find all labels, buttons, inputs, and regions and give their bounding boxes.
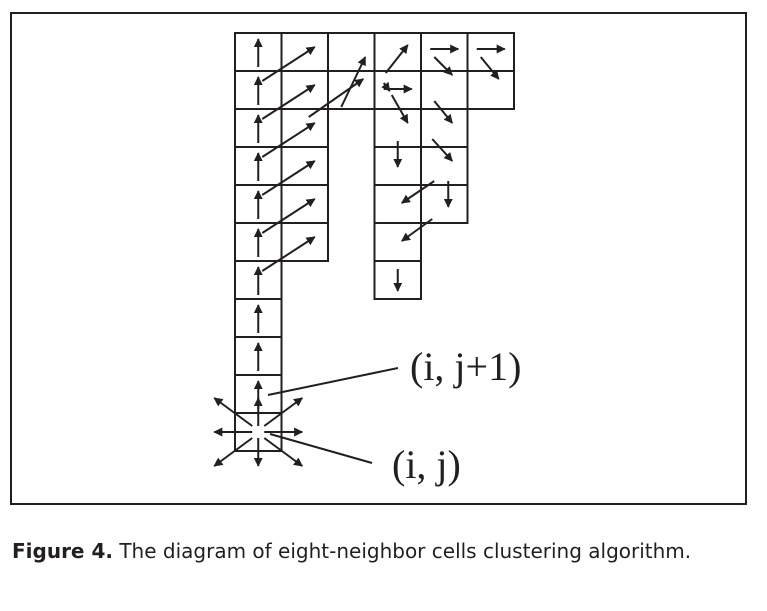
neighbor-arrow bbox=[261, 160, 316, 196]
neighbor-arrow bbox=[263, 437, 303, 467]
neighbor-arrow bbox=[261, 46, 316, 82]
neighbor-arrow bbox=[433, 100, 454, 124]
neighbor-arrow bbox=[213, 397, 253, 427]
grid-cell bbox=[280, 184, 329, 224]
figure-number: Figure 4. bbox=[12, 539, 113, 563]
neighbor-arrow bbox=[390, 94, 409, 124]
grid-cell bbox=[327, 32, 376, 72]
grid-cell bbox=[420, 184, 469, 224]
grid-cell bbox=[420, 70, 469, 110]
grid-cell bbox=[420, 32, 469, 72]
neighbor-arrows bbox=[213, 38, 506, 467]
label-cell-i-j: (i, j) bbox=[392, 442, 461, 487]
grid-cell bbox=[373, 260, 422, 300]
neighbor-arrow bbox=[213, 437, 253, 467]
leader-line-upper bbox=[267, 367, 399, 396]
neighbor-arrow bbox=[263, 397, 303, 427]
neighbor-arrow bbox=[308, 78, 364, 118]
neighbor-arrow bbox=[261, 122, 316, 158]
grid-cell bbox=[373, 32, 422, 72]
grid-cell bbox=[280, 146, 329, 186]
neighbor-arrow bbox=[479, 56, 500, 80]
neighbor-arrow bbox=[261, 84, 316, 120]
figure-frame bbox=[10, 12, 747, 505]
grid-cells bbox=[234, 32, 515, 452]
neighbor-arrow bbox=[340, 56, 367, 108]
label-leader-lines bbox=[267, 367, 399, 464]
grid-cell bbox=[466, 70, 515, 110]
leader-line-lower bbox=[269, 433, 373, 464]
grid-cell bbox=[280, 222, 329, 262]
neighbor-arrow bbox=[261, 198, 316, 234]
grid-cell bbox=[280, 32, 329, 72]
grid-cell bbox=[373, 184, 422, 224]
neighbor-arrow bbox=[433, 56, 453, 76]
grid-cell bbox=[327, 70, 376, 110]
neighbor-arrow bbox=[261, 236, 316, 272]
caption-text: The diagram of eight-neighbor cells clus… bbox=[112, 539, 692, 563]
label-cell-i-j-plus-1: (i, j+1) bbox=[410, 344, 521, 389]
figure-caption: Figure 4. The diagram of eight-neighbor … bbox=[12, 536, 732, 566]
grid-cell bbox=[280, 70, 329, 110]
neighbor-arrow bbox=[431, 138, 453, 162]
neighbor-arrow bbox=[401, 218, 433, 242]
grid-cell bbox=[280, 108, 329, 148]
grid-cell bbox=[466, 32, 515, 72]
neighbor-arrow bbox=[401, 180, 435, 204]
neighbor-arrow bbox=[384, 44, 409, 74]
grid-cell bbox=[373, 222, 422, 262]
